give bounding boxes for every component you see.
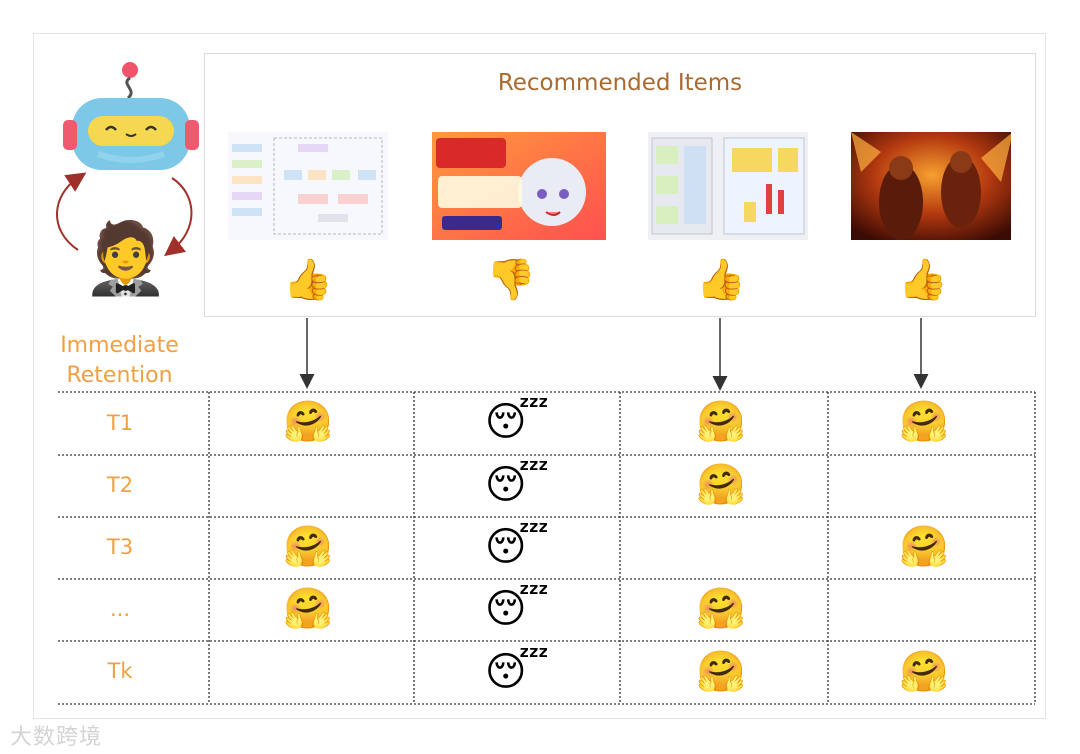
row-label-t1: T1 — [106, 411, 134, 435]
hugging-face-icon: 🤗 — [696, 399, 746, 445]
thumbs-up-icon: 👍 — [283, 257, 333, 303]
row-label-tk: Tk — [107, 659, 133, 683]
user-avatar: 🤵 — [82, 217, 170, 299]
sleeping-face-icon: 😴 — [484, 462, 550, 508]
hugging-face-icon: 🤗 — [283, 586, 333, 632]
watermark: 大数跨境 — [10, 725, 103, 750]
thumbs-up-icon: 👍 — [696, 257, 746, 303]
hugging-face-icon: 🤗 — [899, 524, 949, 570]
item-thumbnail-1[interactable] — [228, 132, 388, 240]
retention-label: Immediate Retention — [52, 331, 187, 391]
retention-label-line1: Immediate — [60, 333, 179, 358]
figure-frame — [33, 33, 1046, 719]
hugging-face-icon: 🤗 — [899, 649, 949, 695]
hugging-face-icon: 🤗 — [283, 399, 333, 445]
item-thumbnail-4[interactable] — [851, 132, 1011, 240]
panel-title: Recommended Items — [497, 70, 743, 96]
robot-icon — [63, 62, 199, 170]
sleeping-face-icon: 😴 — [484, 586, 550, 632]
sleeping-face-icon: 😴 — [484, 399, 550, 445]
thumbs-down-icon: 👎 — [486, 257, 536, 303]
thumbs-up-icon: 👍 — [898, 257, 948, 303]
row-label-t3: T3 — [106, 535, 134, 559]
hugging-face-icon: 🤗 — [899, 399, 949, 445]
item-thumbnail-2[interactable] — [432, 132, 606, 240]
hugging-face-icon: 🤗 — [696, 649, 746, 695]
cycle-arrow-down — [164, 177, 193, 257]
hugging-face-icon: 🤗 — [696, 462, 746, 508]
retention-label-line2: Retention — [66, 363, 173, 388]
item-thumbnail-3[interactable] — [648, 132, 808, 240]
cycle-arrow-up — [56, 172, 87, 251]
sleeping-face-icon: 😴 — [484, 649, 550, 695]
sleeping-face-icon: 😴 — [484, 524, 550, 570]
hugging-face-icon: 🤗 — [283, 524, 333, 570]
row-label-t2: T2 — [106, 473, 134, 497]
row-label-ellipsis: ... — [109, 597, 131, 621]
hugging-face-icon: 🤗 — [696, 586, 746, 632]
